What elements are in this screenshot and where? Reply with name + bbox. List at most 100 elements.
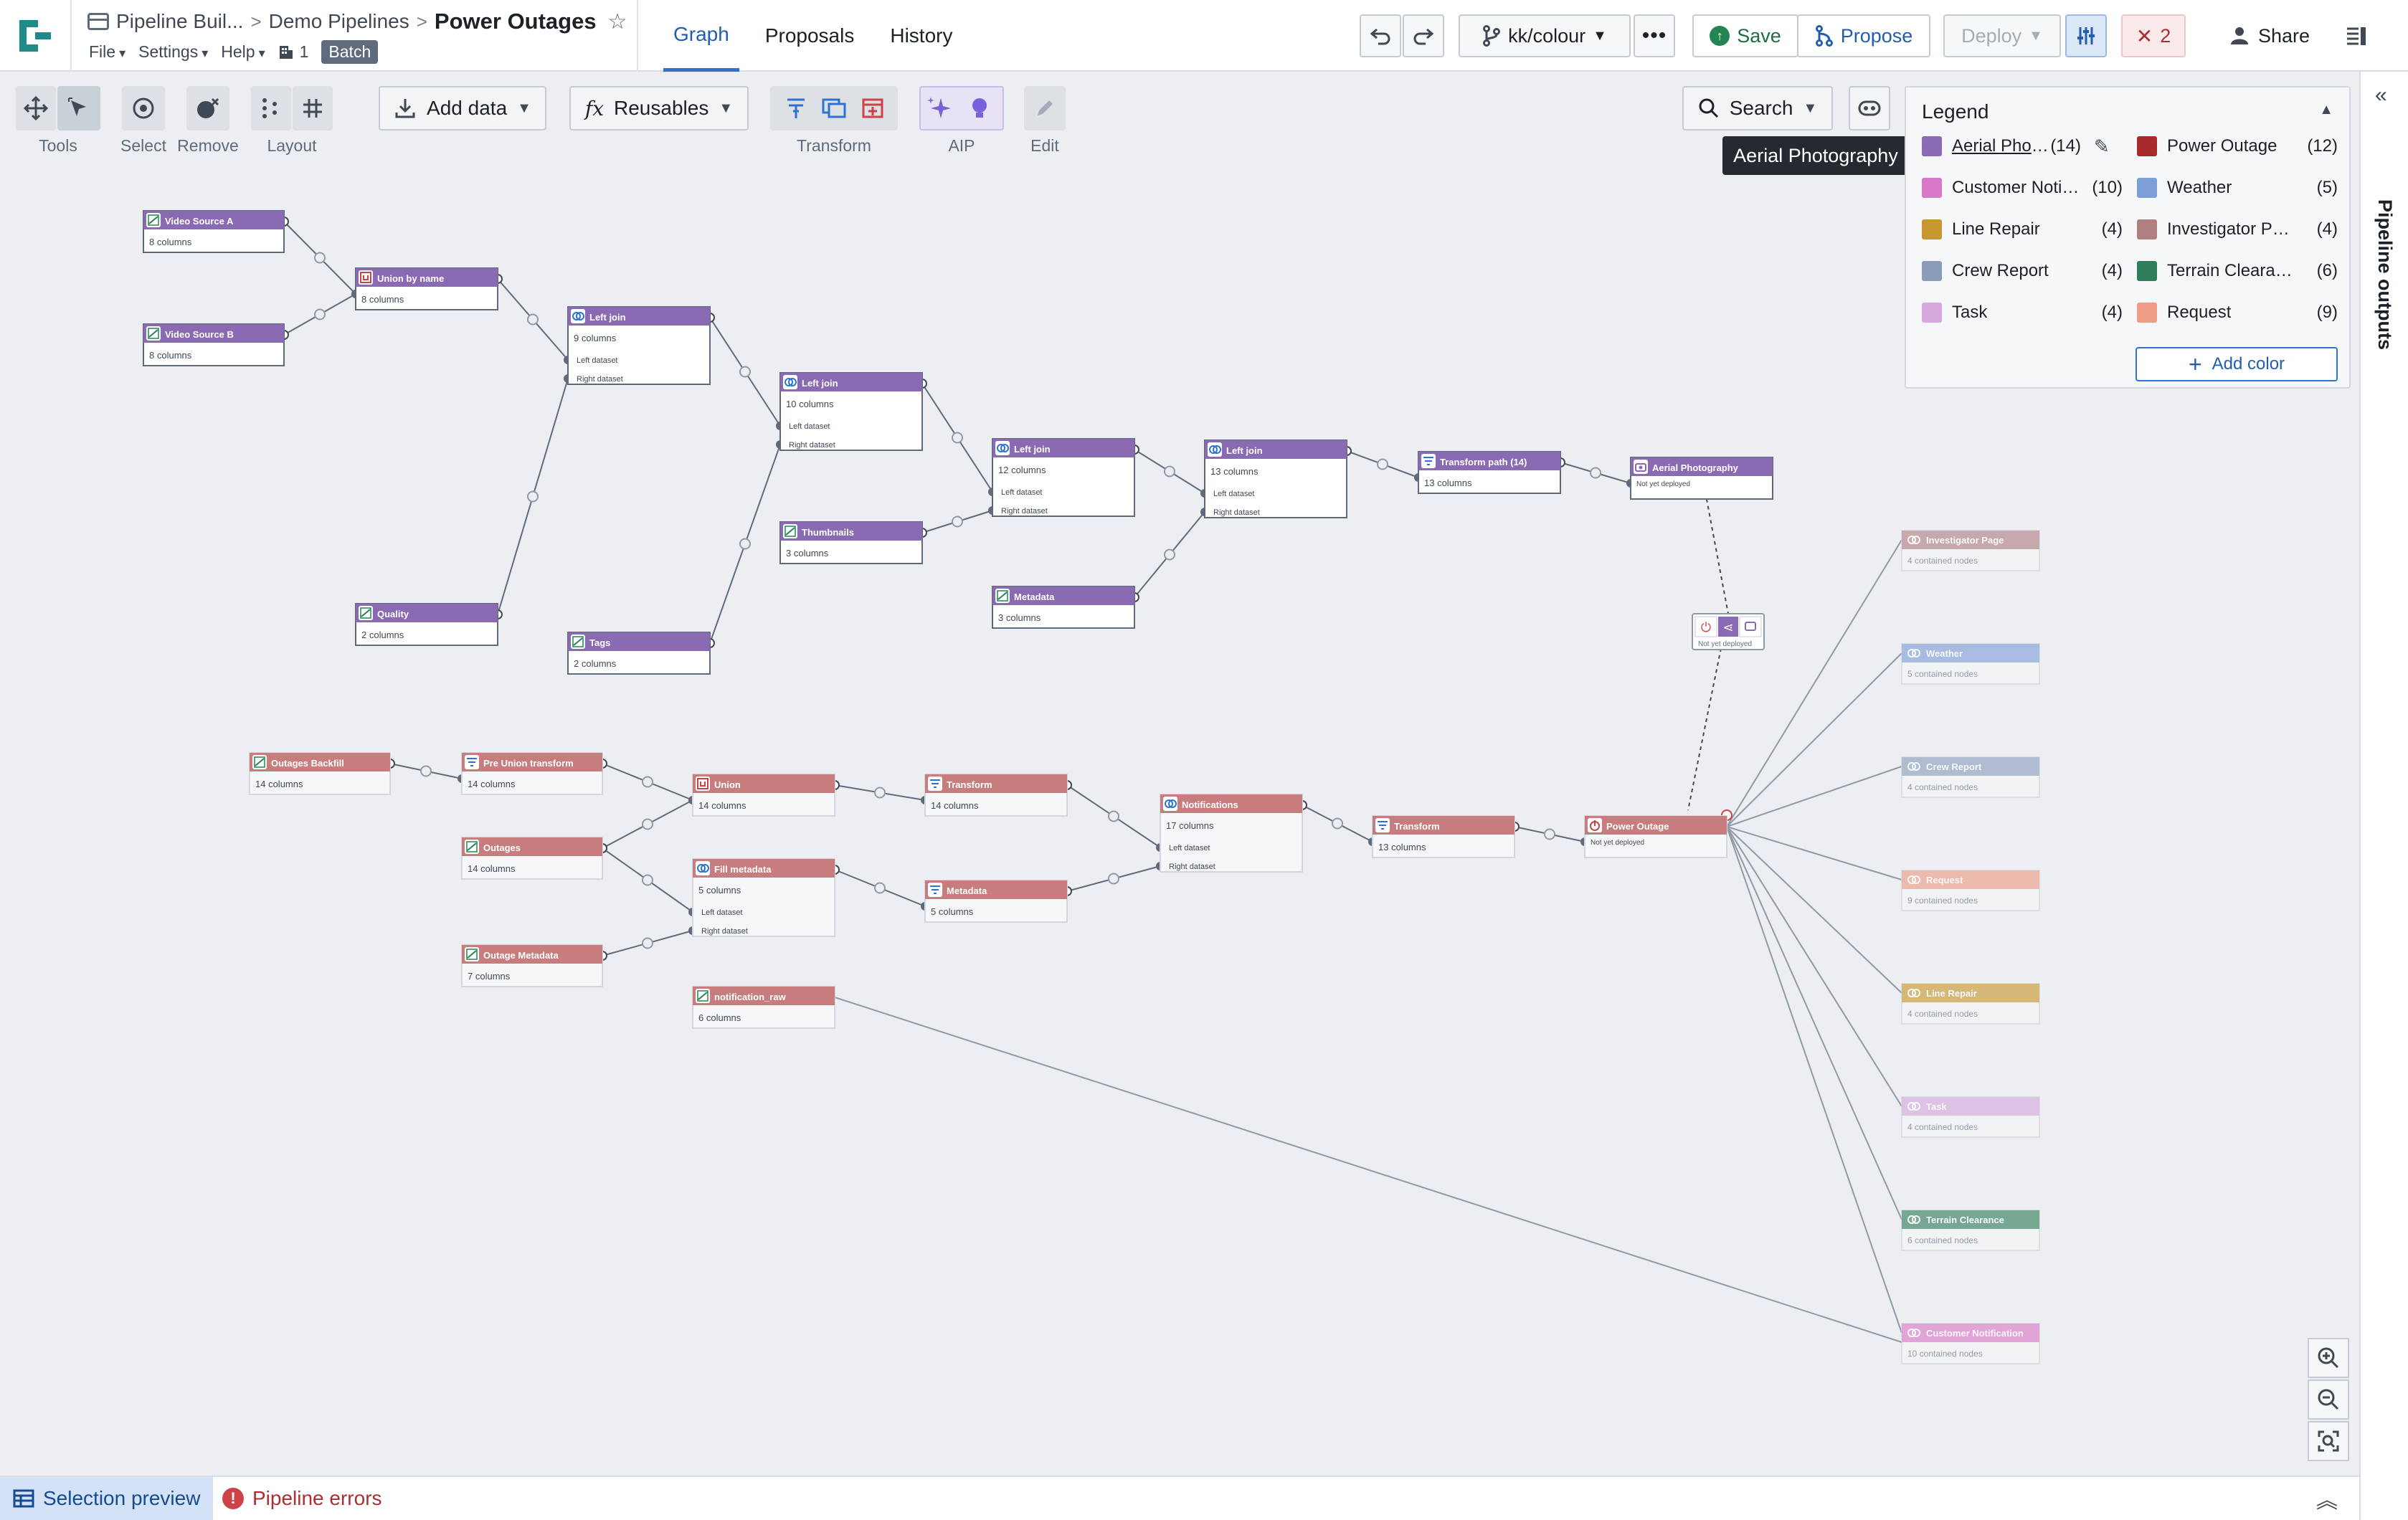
settings-menu[interactable]: Settings — [138, 42, 208, 62]
edge-midpoint-handle[interactable] — [739, 538, 751, 550]
add-color-button[interactable]: + Add color — [2136, 347, 2338, 381]
edge-midpoint-handle[interactable] — [1590, 467, 1601, 479]
edge-midpoint-handle[interactable] — [527, 490, 539, 503]
pan-tool-button[interactable] — [16, 86, 56, 130]
edge-midpoint-handle[interactable] — [420, 765, 432, 777]
pipeline-settings-button[interactable] — [2065, 14, 2107, 57]
edge-midpoint-handle[interactable] — [314, 252, 326, 264]
tab-graph[interactable]: Graph — [663, 0, 739, 72]
tab-history[interactable]: History — [890, 24, 953, 47]
pipeline-node[interactable]: Video Source A8 columns — [143, 210, 285, 253]
reusables-button[interactable]: fx Reusables ▼ — [569, 86, 749, 130]
output-edge[interactable] — [1726, 826, 1902, 1107]
edge-midpoint-handle[interactable] — [739, 366, 751, 378]
search-button[interactable]: Search ▼ — [1682, 86, 1833, 130]
remove-button[interactable] — [186, 86, 229, 130]
edge-midpoint-handle[interactable] — [642, 874, 653, 886]
output-edge[interactable] — [1726, 539, 1902, 827]
app-logo[interactable] — [0, 0, 72, 72]
output-edge[interactable] — [1726, 826, 1902, 1220]
select-button[interactable] — [122, 86, 165, 130]
redo-button[interactable] — [1403, 14, 1444, 57]
help-menu[interactable]: Help — [221, 42, 265, 62]
edit-button[interactable] — [1024, 86, 1066, 130]
save-button[interactable]: ↑ Save — [1692, 14, 1798, 57]
chevron-up-icon[interactable]: ▲ — [2319, 102, 2333, 118]
edge-midpoint-handle[interactable] — [874, 787, 886, 799]
legend-item[interactable]: Terrain Clearance(6) — [2137, 257, 2338, 285]
output-edge[interactable] — [1726, 826, 1902, 1334]
tab-proposals[interactable]: Proposals — [764, 24, 855, 47]
deploy-button[interactable]: Deploy ▼ — [1943, 14, 2061, 57]
edge-midpoint-handle[interactable] — [314, 308, 326, 320]
tab-pipeline-errors[interactable]: ! Pipeline errors — [209, 1477, 395, 1520]
legend-item[interactable]: Weather(5) — [2137, 174, 2338, 202]
page-title[interactable]: Power Outages — [434, 9, 597, 34]
tab-selection-preview[interactable]: Selection preview — [0, 1477, 214, 1520]
output-edge[interactable] — [1726, 826, 1902, 880]
share-button[interactable]: Share — [2223, 14, 2316, 57]
edge-midpoint-handle[interactable] — [1377, 458, 1388, 470]
add-data-button[interactable]: Add data ▼ — [379, 86, 546, 130]
edge-midpoint-handle[interactable] — [1164, 465, 1175, 478]
edge-midpoint-handle[interactable] — [1108, 873, 1119, 885]
edge-midpoint-handle[interactable] — [952, 432, 963, 444]
legend-item[interactable]: Task(4) — [1922, 298, 2123, 327]
auto-layout-button[interactable] — [251, 86, 291, 130]
legend-item[interactable]: Aerial Phot...✎(14) — [1922, 132, 2123, 161]
edge-midpoint-handle[interactable] — [527, 313, 539, 326]
edge-midpoint-handle[interactable] — [1108, 810, 1119, 822]
breadcrumb-item-pipeline-builder[interactable]: Pipeline Buil... — [116, 10, 244, 32]
pipeline-outputs-label[interactable]: Pipeline outputs — [2374, 199, 2396, 351]
pencil-icon[interactable]: ✎ — [2094, 135, 2110, 157]
edge-midpoint-handle[interactable] — [1544, 828, 1555, 840]
edge-midpoint-handle[interactable] — [642, 937, 653, 949]
pipeline-node[interactable]: ⏻⋖Not yet deployed — [1692, 613, 1765, 650]
legend-item[interactable]: Investigator Page(4) — [2137, 215, 2338, 244]
output-edge[interactable] — [1726, 766, 1902, 827]
edge-midpoint-handle[interactable] — [642, 776, 653, 788]
build-count[interactable]: 1 — [278, 42, 308, 62]
edge-midpoint-handle[interactable] — [952, 516, 963, 528]
toggle-view-button[interactable] — [1849, 86, 1890, 130]
double-chevron-left-icon[interactable]: « — [2375, 83, 2387, 107]
legend-item[interactable]: Line Repair(4) — [1922, 215, 2123, 244]
pipeline-outputs-rail[interactable]: « Pipeline outputs — [2359, 72, 2408, 1520]
edge-midpoint-handle[interactable] — [642, 818, 653, 830]
zoom-out-button[interactable] — [2308, 1379, 2349, 1420]
branch-selector[interactable]: kk/colour ▼ — [1459, 14, 1631, 57]
legend-item[interactable]: Crew Report(4) — [1922, 257, 2123, 285]
legend-item[interactable]: Customer Notifi...(10) — [1922, 174, 2123, 202]
toggle-side-panel-button[interactable] — [2339, 14, 2374, 57]
breadcrumb-item-demo-pipelines[interactable]: Demo Pipelines — [268, 10, 409, 32]
more-options-button[interactable]: ••• — [1634, 14, 1675, 57]
file-menu[interactable]: File — [89, 42, 125, 62]
